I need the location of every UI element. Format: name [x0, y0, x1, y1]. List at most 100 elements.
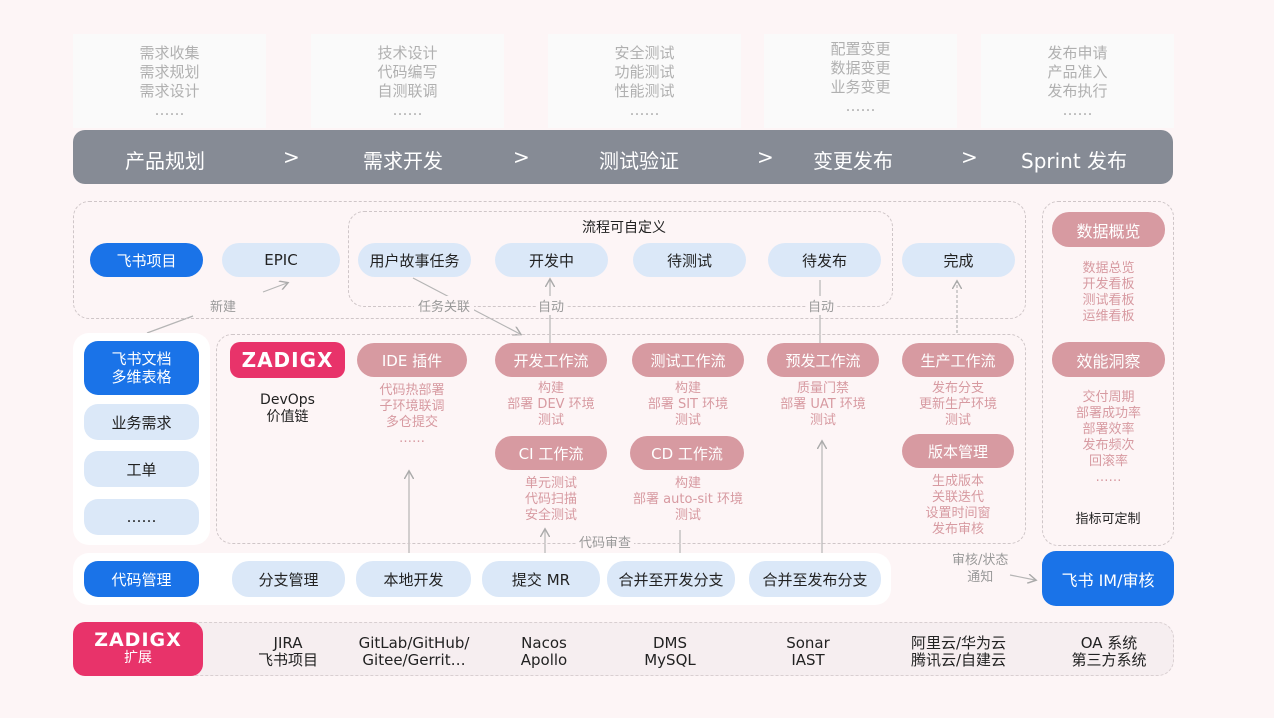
detail-line: 部署 auto-sit 环境: [633, 492, 743, 507]
feishu-im-button[interactable]: 飞书 IM/审核: [1042, 551, 1174, 606]
detail-line: 单元测试: [524, 476, 577, 491]
card-line: 需求收集: [139, 44, 200, 62]
detail-line: 子环境联调: [379, 399, 445, 414]
detail-line: 代码扫描: [524, 492, 577, 507]
card-line: 业务变更: [830, 78, 891, 96]
branch-mgmt-pill[interactable]: 分支管理: [232, 561, 345, 597]
detail-line: 运维看板: [1082, 309, 1135, 324]
detail-line: ……: [1095, 470, 1122, 485]
ticket-button[interactable]: 工单: [84, 451, 199, 487]
stage-bar: 产品规划 > 需求开发 > 测试验证 > 变更发布 > Sprint 发布: [73, 130, 1173, 184]
merge-dev-branch-pill[interactable]: 合并至开发分支: [607, 561, 735, 597]
card-line: 数据变更: [830, 59, 891, 77]
detail-line: 构建: [537, 381, 564, 396]
data-overview-pill[interactable]: 数据概览: [1052, 212, 1165, 247]
version-mgmt-details: 生成版本 关联迭代 设置时间窗 发布审核: [892, 474, 1024, 538]
stage-test: 测试验证: [599, 149, 679, 173]
card-line: ……: [1062, 101, 1093, 119]
zadig-logo: ZADIGX: [230, 342, 345, 378]
detail-line: 发布分支: [931, 381, 984, 396]
stage-release: 变更发布: [813, 149, 893, 173]
card-line: 代码编写: [377, 63, 438, 81]
detail-line: 设置时间窗: [925, 506, 991, 521]
dev-workflow-pill[interactable]: 开发工作流: [495, 343, 607, 377]
ci-workflow-details: 单元测试 代码扫描 安全测试: [485, 476, 617, 524]
card-line: 性能测试: [614, 82, 675, 100]
card-line: 自测联调: [377, 82, 438, 100]
detail-line: ……: [399, 431, 425, 446]
code-mgmt-button[interactable]: 代码管理: [84, 561, 199, 597]
efficiency-insight-details: 交付周期 部署成功率 部署效率 发布频次 回滚率 ……: [1052, 390, 1165, 486]
zadig-extension-logo: ZADIGX 扩展: [73, 622, 203, 676]
feishu-project-button[interactable]: 飞书项目: [90, 243, 203, 277]
zadig-caption: DevOps 价值链: [260, 392, 315, 425]
feishu-doc-button[interactable]: 飞书文档 多维表格: [84, 341, 199, 395]
detail-line: 测试: [944, 413, 971, 428]
epic-pill[interactable]: EPIC: [222, 243, 340, 277]
card-line: ……: [845, 97, 876, 115]
ext-oa: OA 系统 第三方系统: [1071, 634, 1147, 669]
detail-line: 构建: [674, 476, 701, 491]
data-overview-details: 数据总览 开发看板 测试看板 运维看板: [1052, 261, 1165, 325]
ext-cloud: 阿里云/华为云 腾讯云/自建云: [910, 634, 1007, 669]
auto-label-dev: 自动: [536, 296, 567, 315]
flow-done[interactable]: 完成: [902, 243, 1015, 277]
card-line: ……: [392, 101, 423, 119]
zadig-logo-text: ZADIGX: [94, 629, 182, 651]
local-dev-pill[interactable]: 本地开发: [356, 561, 471, 597]
merge-release-branch-pill[interactable]: 合并至发布分支: [749, 561, 881, 597]
pre-release-workflow-pill[interactable]: 预发工作流: [767, 343, 879, 377]
notify-label: 审核/状态 通知: [952, 553, 1009, 585]
version-mgmt-pill[interactable]: 版本管理: [902, 434, 1014, 468]
project-panel: [73, 201, 1026, 319]
ext-git: GitLab/GitHub/ Gitee/Gerrit…: [358, 634, 470, 669]
efficiency-insight-pill[interactable]: 效能洞察: [1052, 342, 1165, 377]
dev-workflow-details: 构建 部署 DEV 环境 测试: [485, 381, 617, 429]
detail-line: 部署效率: [1082, 422, 1135, 437]
task-link-label: 任务关联: [414, 296, 475, 315]
more-button[interactable]: ……: [84, 499, 199, 535]
ide-plugin-pill[interactable]: IDE 插件: [357, 343, 467, 377]
detail-line: 部署 UAT 环境: [780, 397, 866, 412]
test-workflow-pill[interactable]: 测试工作流: [632, 343, 744, 377]
detail-line: 发布审核: [931, 522, 984, 537]
stage-card-dev: 技术设计 代码编写 自测联调 ……: [311, 34, 504, 128]
new-label: 新建: [210, 300, 237, 315]
stage-arrow: >: [283, 145, 300, 169]
card-line: 功能测试: [614, 63, 675, 81]
cd-workflow-pill[interactable]: CD 工作流: [630, 436, 744, 470]
prod-workflow-pill[interactable]: 生产工作流: [902, 343, 1014, 377]
code-review-label: 代码审查: [576, 532, 635, 551]
stage-card-change: 配置变更 数据变更 业务变更 ……: [764, 34, 957, 128]
stage-arrow: >: [961, 145, 978, 169]
stage-card-planning: 需求收集 需求规划 需求设计 ……: [73, 34, 266, 128]
ext-jira: JIRA 飞书项目: [257, 634, 318, 669]
prod-workflow-details: 发布分支 更新生产环境 测试: [892, 381, 1024, 429]
detail-line: 发布频次: [1082, 438, 1135, 453]
detail-line: 质量门禁: [796, 381, 849, 396]
stage-arrow: >: [757, 145, 774, 169]
card-line: 产品准入: [1047, 63, 1108, 81]
ext-sonar: Sonar IAST: [786, 634, 830, 669]
detail-line: 部署成功率: [1075, 406, 1141, 421]
detail-line: 开发看板: [1082, 277, 1135, 292]
ci-workflow-pill[interactable]: CI 工作流: [495, 436, 607, 470]
flow-in-dev[interactable]: 开发中: [495, 243, 608, 277]
detail-line: 部署 DEV 环境: [507, 397, 595, 412]
detail-line: 更新生产环境: [918, 397, 997, 412]
detail-line: 部署 SIT 环境: [647, 397, 729, 412]
detail-line: 代码热部署: [379, 383, 445, 398]
flow-customizable-box: [348, 211, 893, 307]
detail-line: 安全测试: [524, 508, 577, 523]
flow-user-story[interactable]: 用户故事任务: [358, 243, 471, 277]
flow-to-test[interactable]: 待测试: [633, 243, 746, 277]
cd-workflow-details: 构建 部署 auto-sit 环境 测试: [617, 476, 759, 524]
biz-req-button[interactable]: 业务需求: [84, 404, 199, 440]
pre-release-workflow-details: 质量门禁 部署 UAT 环境 测试: [757, 381, 889, 429]
flow-to-release[interactable]: 待发布: [768, 243, 881, 277]
detail-line: 数据总览: [1082, 261, 1135, 276]
ide-plugin-details: 代码热部署 子环境联调 多仓提交 ……: [357, 383, 467, 447]
submit-mr-pill[interactable]: 提交 MR: [482, 561, 600, 597]
stage-dev: 需求开发: [363, 149, 443, 173]
detail-line: 测试: [674, 413, 701, 428]
